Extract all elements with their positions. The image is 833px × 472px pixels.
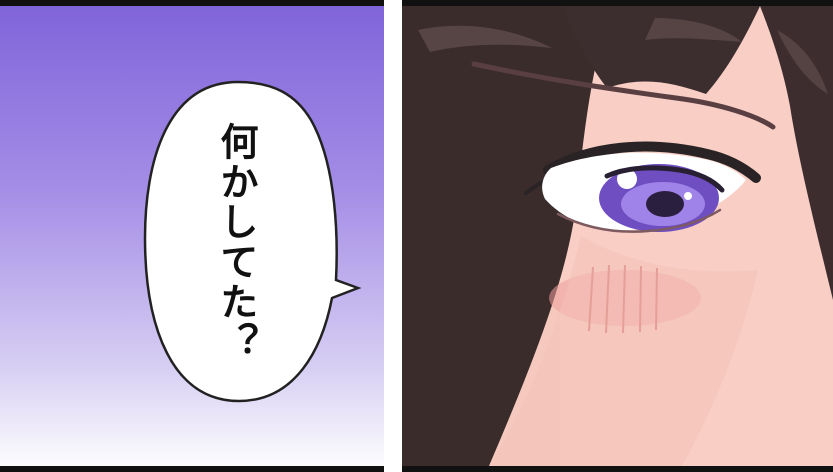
hair-left <box>401 6 610 466</box>
upper-eyelash <box>543 141 761 183</box>
panel-top-border <box>0 0 833 6</box>
speech-bubble <box>143 80 362 403</box>
panel-bottom-border <box>0 466 833 472</box>
eyebrow <box>471 61 776 130</box>
eye-iris <box>599 164 725 232</box>
face-panel <box>401 6 833 466</box>
speech-bubble-text: 何かしてた？ <box>214 122 258 362</box>
panel-gutter <box>384 0 402 472</box>
